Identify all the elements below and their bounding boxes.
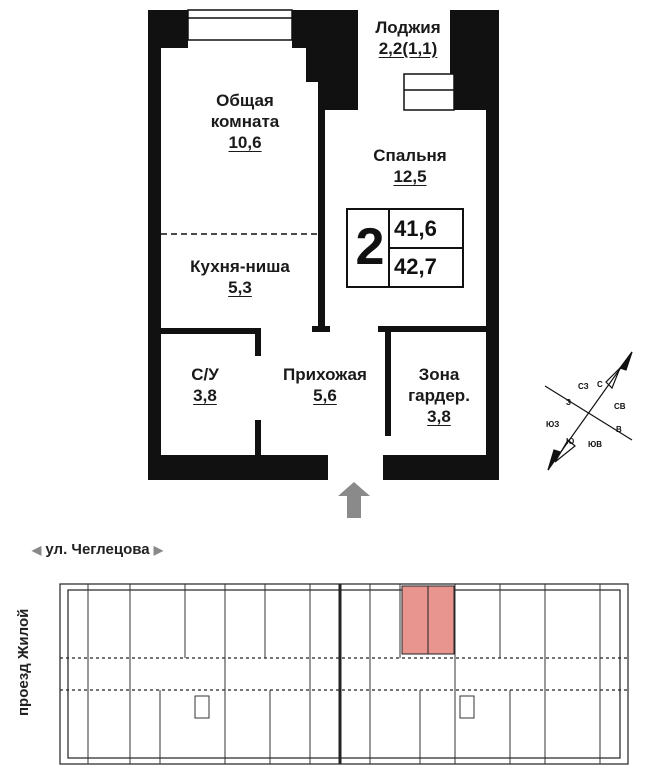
floor-plan [59,583,629,765]
left-arrow-icon: ◀ [32,543,42,557]
apartment-plan [148,9,633,518]
room-area: 10,6 [228,133,262,152]
street-name: ул. Чеглецова [45,541,150,558]
room-name: Прихожая [283,365,367,384]
room-wardrobe: Зона гардер. 3,8 [392,364,486,427]
room-area: 12,5 [393,167,427,186]
compass-label: Ю [566,437,575,446]
room-name: С/У [191,365,219,384]
summary-box: 2 41,6 42,7 [346,208,464,288]
compass-icon [544,351,633,471]
compass-label: ЮЗ [546,420,560,429]
compass-label: ЮВ [588,440,603,449]
room-name: Спальня [373,146,447,165]
room-name: комната [210,112,280,131]
compass-label: З [566,398,572,407]
rooms-count: 2 [355,218,385,276]
walls [148,10,499,480]
room-area: 5,6 [313,386,337,405]
windows [187,9,455,111]
room-name: Кухня-ниша [190,257,290,276]
compass-label: В [616,425,622,434]
total-area: 42,7 [394,254,437,279]
living-area: 41,6 [394,216,437,241]
compass-label: СЗ [578,382,589,391]
room-common: Общая комната 10,6 [190,90,300,153]
right-arrow-icon: ▶ [153,543,163,557]
room-bedroom: Спальня 12,5 [355,145,465,187]
room-name: Зона [418,365,460,384]
floor-grid [87,584,601,764]
room-area: 3,8 [427,407,451,426]
compass-label: СВ [614,402,626,411]
room-area: 2,2(1,1) [378,39,438,58]
room-area: 5,3 [228,278,252,297]
room-kitchen: Кухня-ниша 5,3 [175,256,305,298]
room-name: Общая [216,91,274,110]
room-hallway: Прихожая 5,6 [270,364,380,406]
room-name: Лоджия [375,18,441,37]
street-top: ◀ ул. Чеглецова ▶ [32,541,163,558]
compass-label: С [597,380,603,389]
room-name: гардер. [408,386,470,405]
room-bathroom: С/У 3,8 [175,364,235,406]
room-area: 3,8 [193,386,217,405]
room-loggia: Лоджия 2,2(1,1) [368,17,448,59]
entrance-arrow-icon [338,482,370,518]
